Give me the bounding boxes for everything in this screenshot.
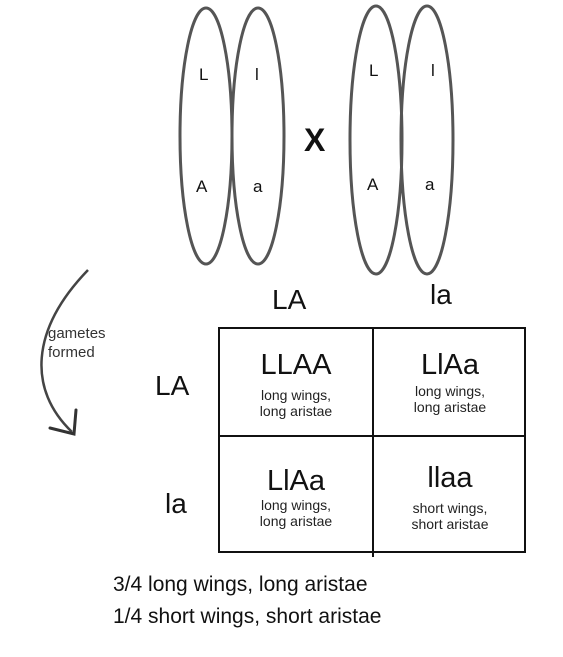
gametes-arrow-curve [40, 269, 89, 433]
grid-divider-vertical [372, 327, 374, 557]
genotype: LlAa [266, 465, 326, 497]
chromosome-right-2 [399, 4, 455, 276]
gamete-column-2: la [430, 279, 452, 310]
phenotype-line-1: long wings, [414, 383, 486, 399]
punnett-cell-1-1: LLAA long wings, long aristae [220, 349, 372, 419]
allele-left-1-top: L [199, 65, 209, 84]
chromosome-left-2 [230, 6, 286, 266]
grid-divider-horizontal [218, 435, 526, 437]
chromosome-right-1 [348, 4, 404, 276]
punnett-cell-2-2: llaa short wings, short aristae [374, 462, 526, 532]
chromosome-left-1 [178, 6, 234, 266]
punnett-cell-2-1: LlAa long wings, long aristae [220, 465, 372, 529]
gamete-row-2: la [165, 488, 187, 519]
result-ratio-1: 3/4 long wings, long aristae [113, 573, 368, 596]
gamete-row-1: LA [155, 370, 190, 401]
phenotype-line-2: long aristae [259, 513, 333, 529]
phenotype-line-2: long aristae [413, 399, 487, 415]
allele-right-2-bottom: a [425, 175, 435, 194]
allele-right-1-top: L [369, 61, 379, 80]
phenotype-line-1: long wings, [260, 497, 332, 513]
genotype: llaa [427, 462, 473, 494]
punnett-cell-1-2: LlAa long wings, long aristae [374, 349, 526, 415]
arrow-head-icon [48, 408, 78, 436]
note-line-2: formed [48, 344, 95, 361]
phenotype-line-2: short aristae [411, 516, 489, 532]
result-ratio-2: 1/4 short wings, short aristae [113, 605, 382, 628]
gamete-column-1: LA [272, 284, 307, 315]
genotype: LLAA [260, 349, 332, 381]
genotype: LlAa [420, 349, 480, 381]
allele-right-2-top: l [431, 61, 435, 80]
gametes-formed-note: gametes formed [48, 324, 106, 362]
allele-left-2-bottom: a [253, 177, 263, 196]
phenotype-line-1: long wings, [260, 387, 332, 403]
punnett-square: LLAA long wings, long aristae LlAa long … [218, 327, 526, 557]
allele-left-1-bottom: A [196, 177, 208, 196]
phenotype-line-2: long aristae [259, 403, 333, 419]
note-line-1: gametes [48, 325, 106, 342]
allele-right-1-bottom: A [367, 175, 379, 194]
cross-symbol: X [304, 122, 326, 158]
phenotype-line-1: short wings, [412, 500, 488, 516]
allele-left-2-top: l [255, 65, 259, 84]
